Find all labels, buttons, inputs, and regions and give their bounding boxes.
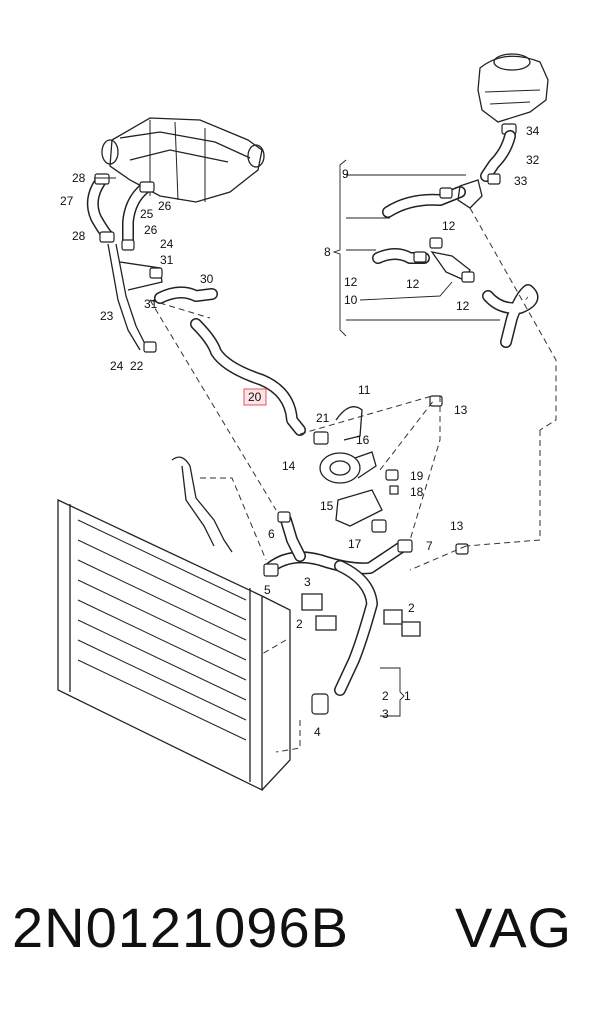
- callout-16: 16: [356, 433, 370, 447]
- callout-13: 13: [450, 519, 464, 533]
- callout-21: 21: [316, 411, 330, 425]
- part-number: 2N0121096B: [12, 896, 349, 959]
- callout-11: 11: [358, 383, 371, 397]
- callout-4: 4: [314, 725, 321, 739]
- callout-2: 2: [382, 689, 389, 703]
- callout-12: 12: [344, 275, 358, 289]
- callout-13: 13: [454, 403, 468, 417]
- callout-6: 6: [268, 527, 275, 541]
- callout-27: 27: [60, 194, 74, 208]
- callout-2: 2: [408, 601, 415, 615]
- callout-9: 9: [342, 167, 349, 181]
- callout-17: 17: [348, 537, 362, 551]
- callout-26: 26: [144, 223, 158, 237]
- callout-8: 8: [324, 245, 331, 259]
- callout-5: 5: [264, 583, 271, 597]
- callout-28: 28: [72, 229, 86, 243]
- callout-18: 18: [410, 485, 424, 499]
- turbocharger-assembly: [101, 117, 265, 203]
- callout-22: 22: [130, 359, 144, 373]
- coolant-hose-20: [190, 318, 306, 436]
- callout-33: 33: [514, 174, 528, 188]
- callout-7: 7: [426, 539, 433, 553]
- callout-30: 30: [200, 272, 214, 286]
- callout-15: 15: [320, 499, 334, 513]
- callout-24: 24: [160, 237, 174, 251]
- callout-34: 34: [526, 124, 540, 138]
- callout-25: 25: [140, 207, 154, 221]
- callout-24: 24: [110, 359, 124, 373]
- callout-28: 28: [72, 171, 86, 185]
- callout-23: 23: [100, 309, 114, 323]
- callout-3: 3: [304, 575, 311, 589]
- callout-1: 1: [404, 689, 411, 703]
- expansion-tank: [477, 53, 549, 135]
- callout-32: 32: [526, 153, 540, 167]
- footer: 2N0121096B VAG: [0, 895, 600, 985]
- callout-10: 10: [344, 293, 358, 307]
- callout-2: 2: [296, 617, 303, 631]
- callout-26: 26: [158, 199, 172, 213]
- callout-12: 12: [456, 299, 470, 313]
- callout-12: 12: [442, 219, 456, 233]
- callout-3: 3: [382, 707, 389, 721]
- callout-31: 31: [160, 253, 174, 267]
- highlight-box-20: [243, 388, 267, 406]
- coolant-pump-assembly: [319, 406, 399, 533]
- radiator: [57, 498, 291, 792]
- callout-31: 31: [144, 297, 158, 311]
- callout-14: 14: [282, 459, 296, 473]
- brand-label: VAG: [455, 896, 573, 959]
- callout-19: 19: [410, 469, 424, 483]
- callout-12: 12: [406, 277, 420, 291]
- exploded-parts-diagram: 1 2 2 2 3 3 4 5 6 7 8 9 10 11 12 12 12 1…: [57, 53, 557, 792]
- callout-20-highlighted: 20: [248, 390, 262, 404]
